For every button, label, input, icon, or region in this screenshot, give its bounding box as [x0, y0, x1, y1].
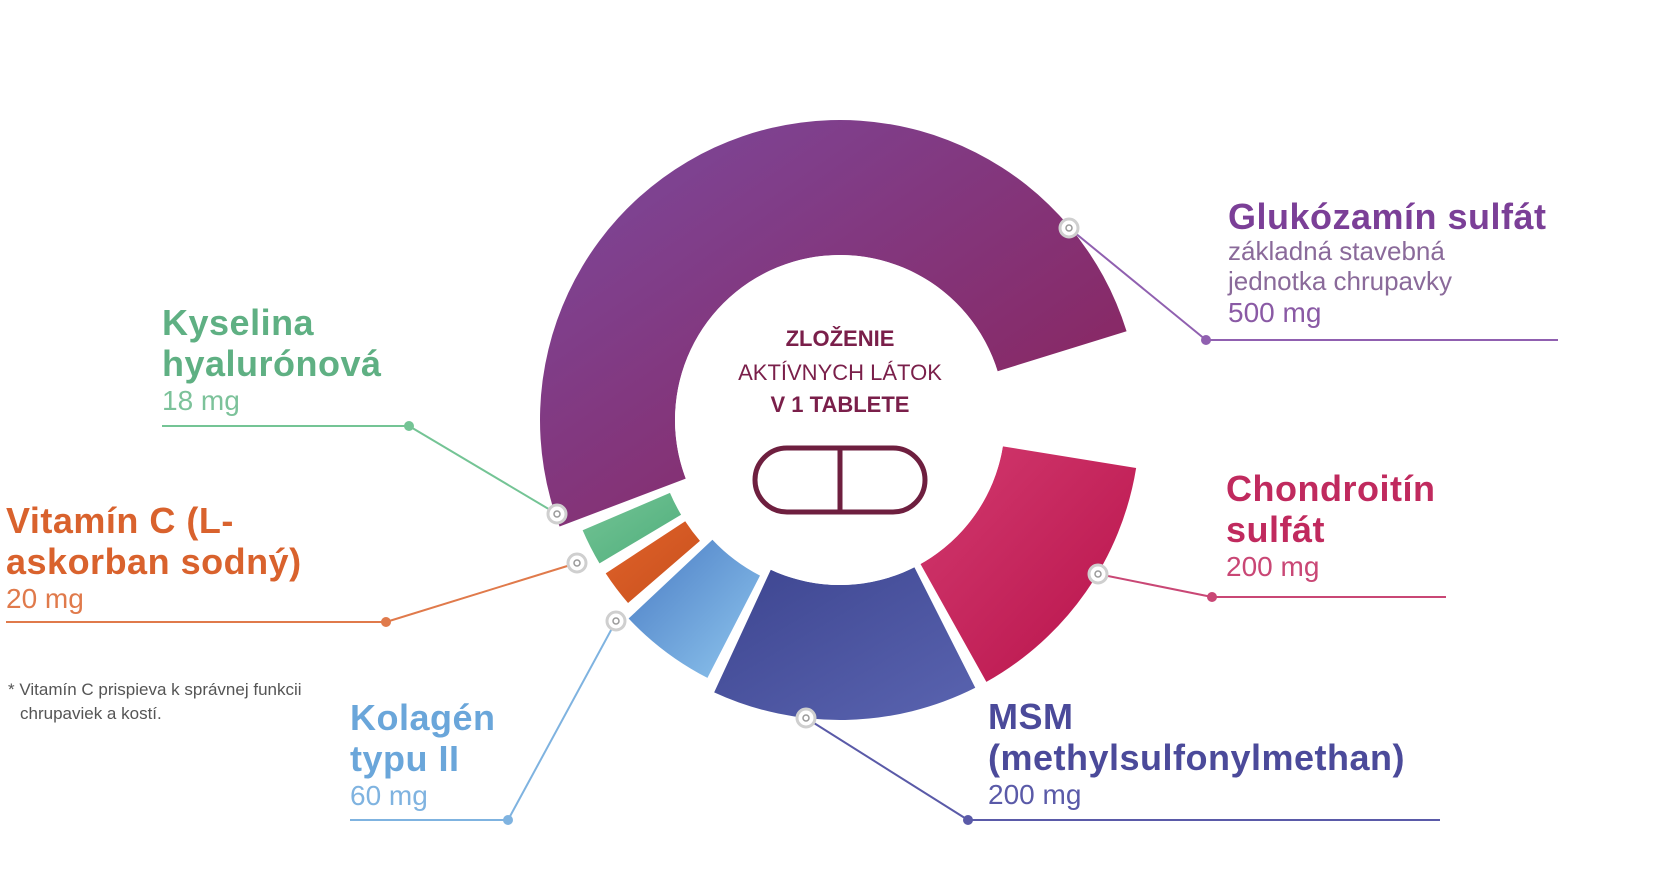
- leader-3-diagonal: [507, 620, 617, 821]
- label-msm-name: MSM (methylsulfonylmethan): [988, 696, 1406, 779]
- label-chondroitin-name: Chondroitín sulfát: [1226, 468, 1436, 551]
- capsule-icon: [752, 445, 928, 515]
- label-msm: MSM (methylsulfonylmethan) 200 mg: [988, 696, 1408, 811]
- leader-2-dot: [963, 815, 973, 825]
- donut-hole: [675, 255, 1005, 585]
- leader-3-marker-core: [612, 617, 620, 625]
- label-glukozamin-name: Glukózamín sulfát: [1228, 196, 1547, 237]
- footnote-line2: chrupaviek a kostí.: [20, 703, 162, 723]
- slice-vitamin: [605, 521, 700, 603]
- label-kolagen: Kolagén typu II 60 mg: [350, 697, 510, 812]
- label-vitamin-c: Vitamín C (L-askorban sodný) 20 mg: [6, 500, 386, 615]
- footnote-line1: * Vitamín C prispieva k správnej funkcii: [8, 680, 302, 699]
- leader-5-diagonal: [408, 425, 558, 515]
- leader-1-diagonal: [1097, 573, 1213, 598]
- leader-3-dot: [503, 815, 513, 825]
- leader-5-marker-core: [553, 510, 561, 518]
- label-glukozamin-amount: 500 mg: [1228, 297, 1322, 329]
- label-msm-amount: 200 mg: [988, 778, 1082, 810]
- label-glukozamin-desc: základná stavebná jednotka chrupavky: [1228, 236, 1453, 297]
- label-kolagen-amount: 60 mg: [350, 779, 428, 811]
- label-vitamin-c-name: Vitamín C (L-askorban sodný): [6, 500, 302, 583]
- slice-kyselina: [582, 492, 682, 564]
- leader-2-marker-core: [802, 714, 810, 722]
- center-title-line1: ZLOŽENIE: [785, 326, 895, 351]
- label-kyselina-name: Kyselina hyalurónová: [162, 302, 382, 385]
- leader-0-dot: [1201, 335, 1211, 345]
- leader-1-marker-core: [1094, 570, 1102, 578]
- label-kyselina-amount: 18 mg: [162, 384, 240, 416]
- leader-4-diagonal: [385, 562, 578, 623]
- leader-0-diagonal: [1068, 227, 1207, 341]
- center-title-line2: AKTÍVNYCH LÁTOK: [738, 360, 942, 385]
- slice-msm: [714, 567, 976, 720]
- label-glukozamin: Glukózamín sulfát základná stavebná jedn…: [1228, 196, 1547, 329]
- label-chondroitin-amount: 200 mg: [1226, 550, 1320, 582]
- footnote: * Vitamín C prispieva k správnej funkcii…: [8, 678, 302, 726]
- leader-4-dot: [381, 617, 391, 627]
- leader-5-dot: [404, 421, 414, 431]
- slice-kolagen: [628, 539, 761, 678]
- label-kolagen-name: Kolagén typu II: [350, 697, 496, 780]
- center-title-line3: V 1 TABLETE: [770, 392, 910, 417]
- leader-2-diagonal: [805, 717, 969, 821]
- leader-4-marker-core: [573, 559, 581, 567]
- leader-0-marker-core: [1065, 224, 1073, 232]
- slice-glukozamin: [539, 119, 1127, 527]
- leader-1-dot: [1207, 592, 1217, 602]
- label-kyselina: Kyselina hyalurónová 18 mg: [162, 302, 422, 417]
- slice-chondroitin: [920, 446, 1137, 682]
- label-vitamin-c-amount: 20 mg: [6, 582, 84, 614]
- label-chondroitin: Chondroitín sulfát 200 mg: [1226, 468, 1486, 583]
